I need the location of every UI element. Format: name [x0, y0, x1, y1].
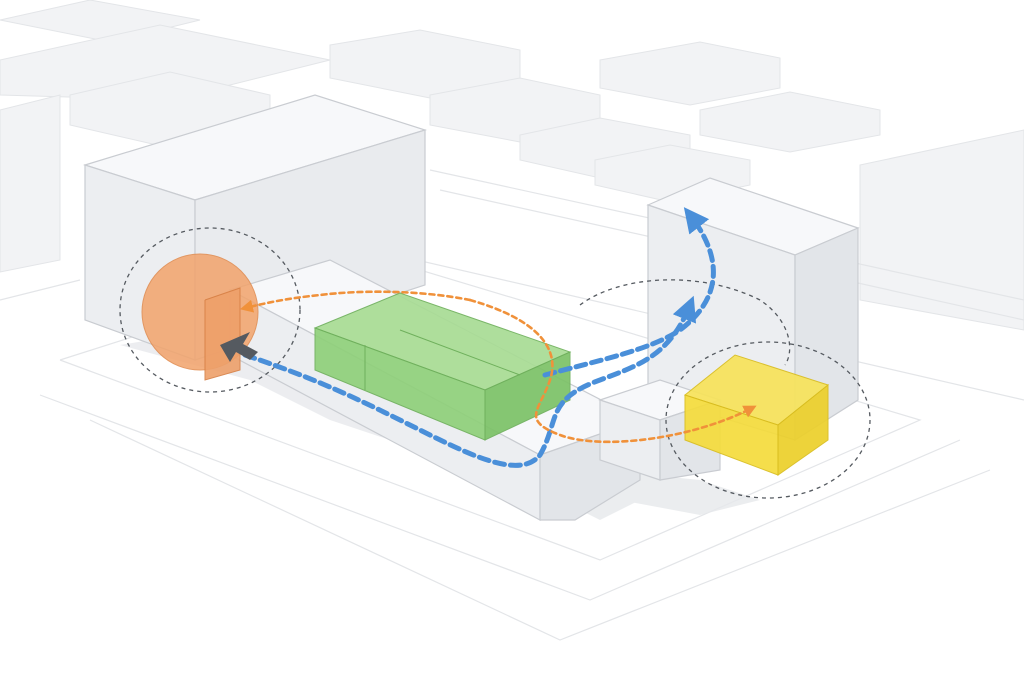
- zone-west: [119, 227, 301, 393]
- orange-circulation-path: [239, 290, 757, 444]
- yellow-block-volume: [683, 354, 830, 476]
- context-block: [599, 41, 781, 106]
- zone-center-east: [579, 279, 791, 366]
- context-block: [699, 91, 881, 153]
- context-blocks: [0, 0, 1024, 331]
- entry-arrow-icon: [220, 332, 258, 362]
- yellow-face-right: [777, 383, 829, 476]
- context-block: [0, 94, 61, 273]
- blue-circulation-path: [242, 207, 716, 468]
- context-block: [859, 129, 1024, 331]
- zone-circles: [119, 227, 871, 499]
- context-block: [0, 24, 331, 101]
- zone-east: [665, 341, 871, 499]
